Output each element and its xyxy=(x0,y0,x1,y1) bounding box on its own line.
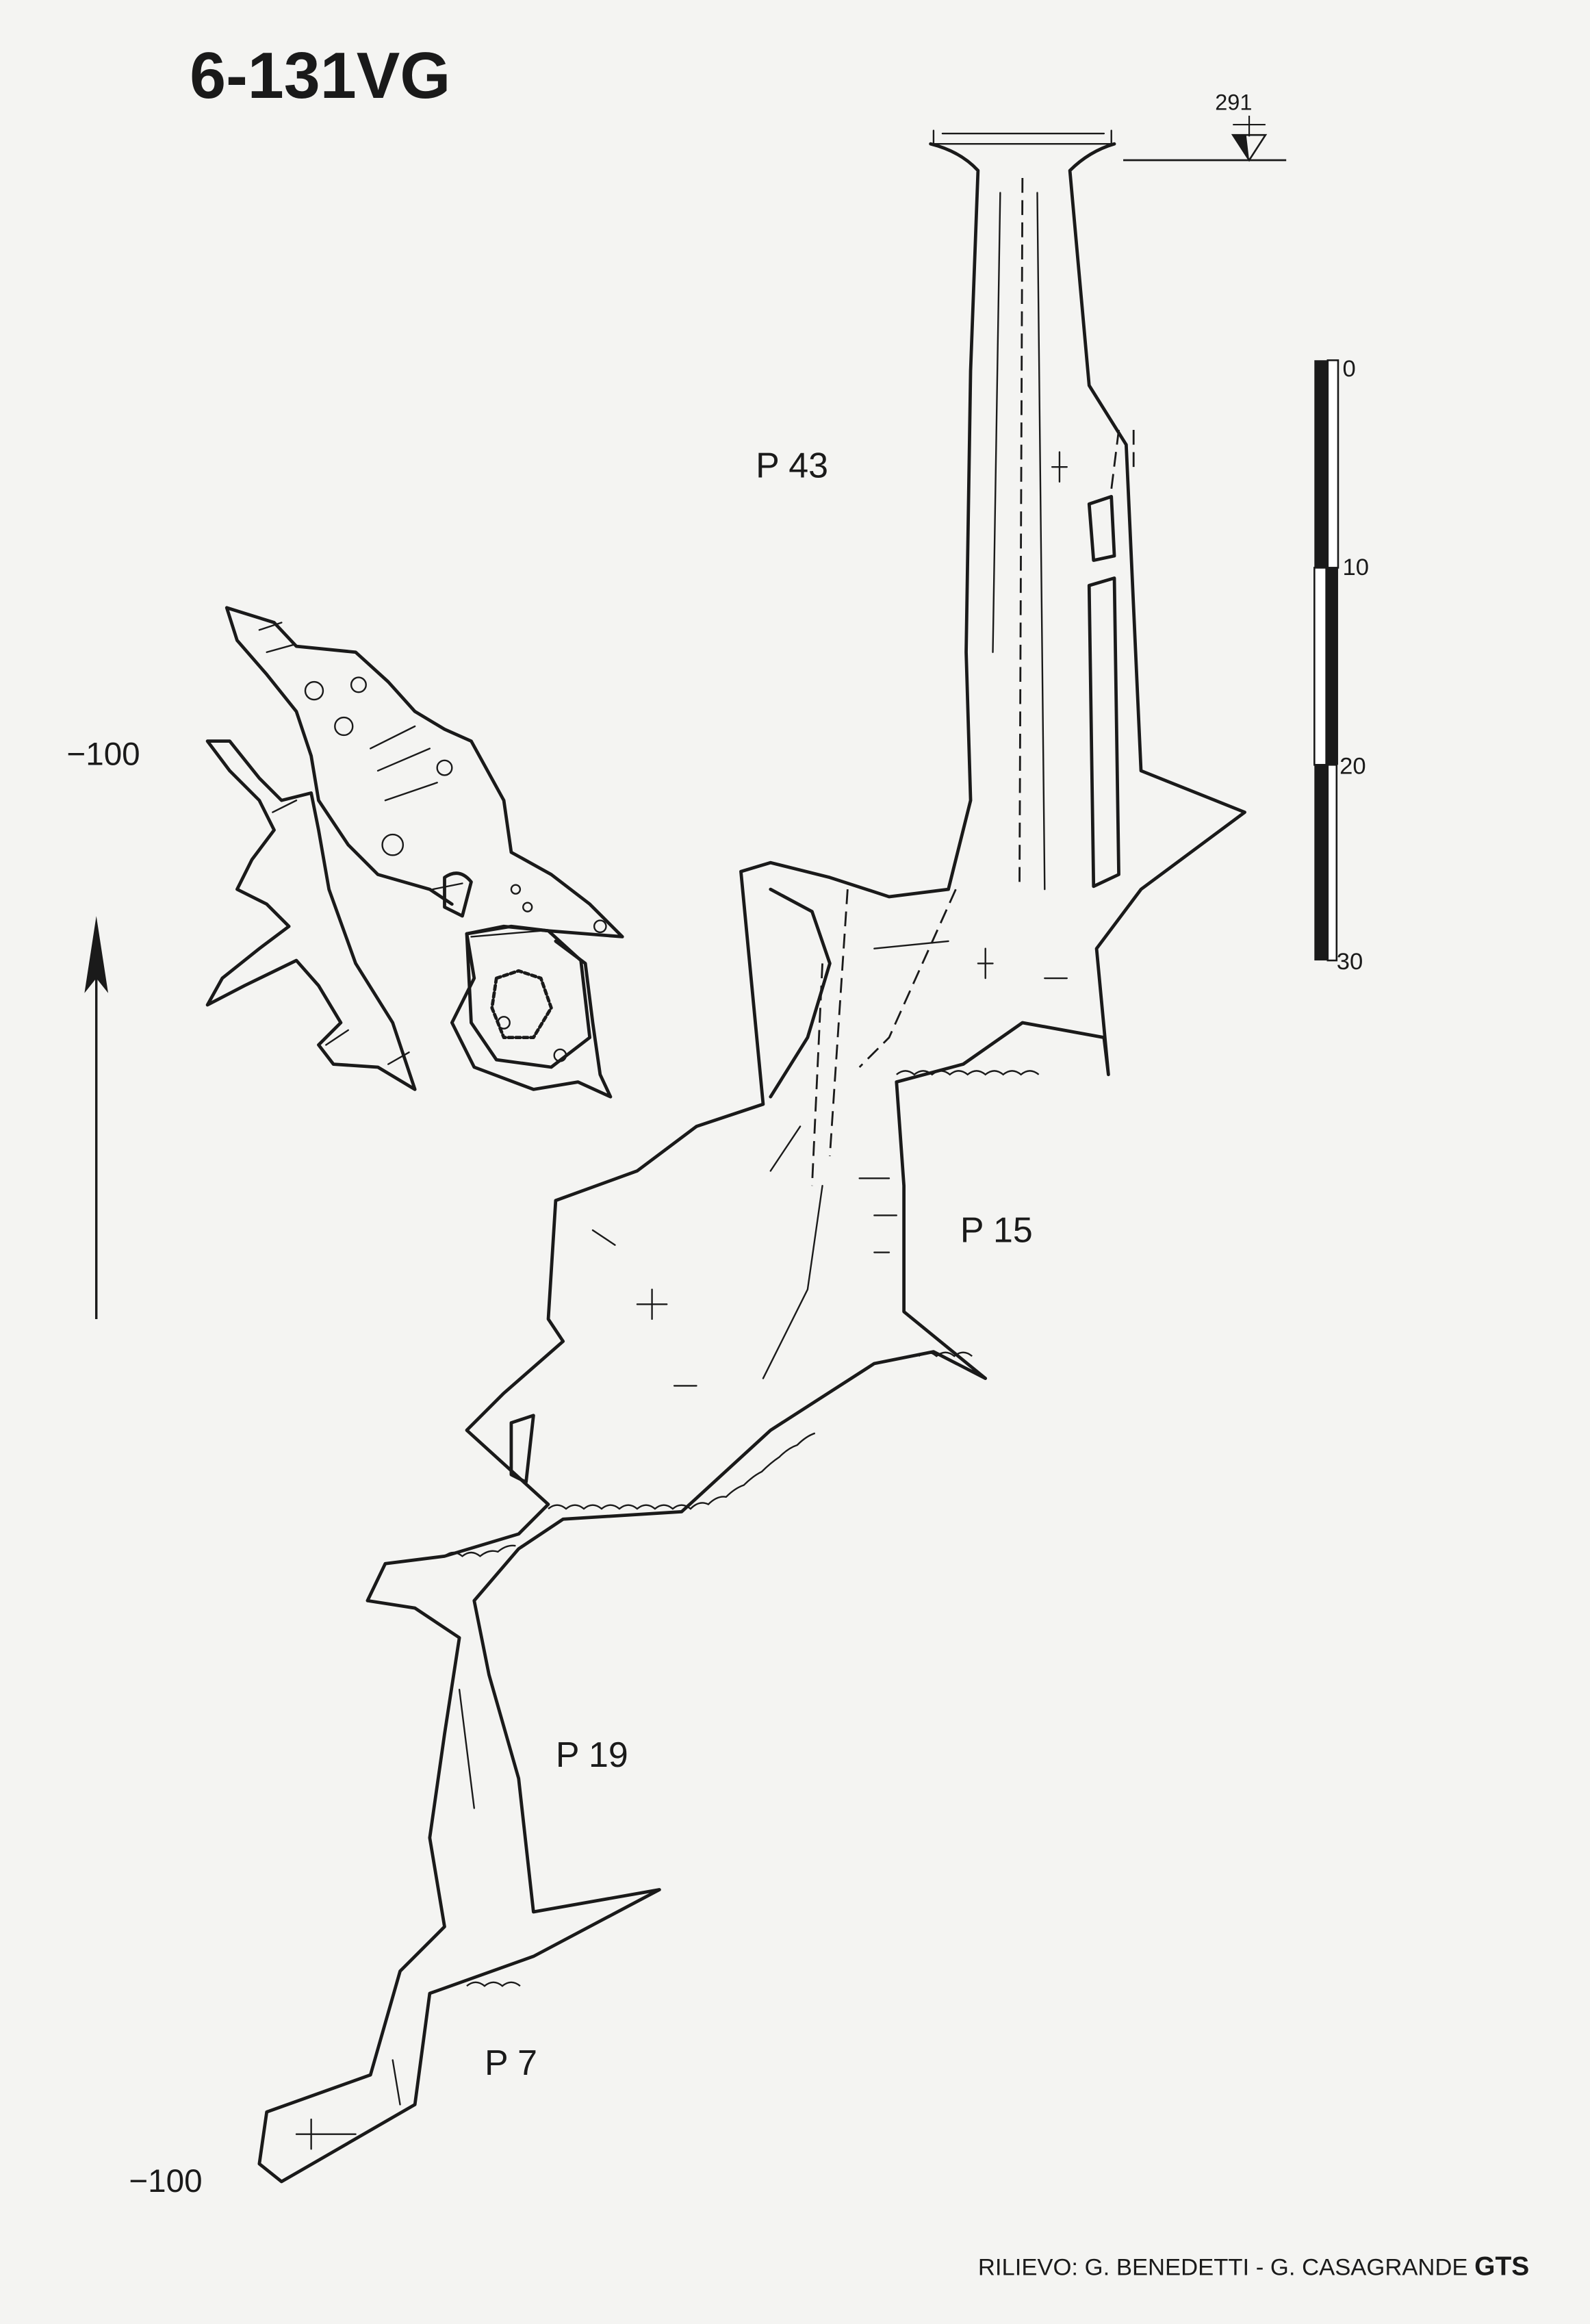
pit-label-p7: P 7 xyxy=(485,2043,537,2083)
entrance-elevation: 291 xyxy=(1215,90,1252,114)
elevation-marker: 291 xyxy=(1123,90,1287,162)
group-name: GTS xyxy=(1474,2251,1529,2281)
scale-label-30: 30 xyxy=(1337,949,1363,975)
pit-label-p43: P 43 xyxy=(756,446,828,485)
plan-view xyxy=(205,606,624,1099)
depth-label-plan: −100 xyxy=(66,736,140,772)
scale-label-0: 0 xyxy=(1342,356,1355,382)
survey-authors: RILIEVO: G. BENEDETTI - G. CASAGRANDE xyxy=(978,2254,1468,2280)
depth-label-section: −100 xyxy=(129,2163,202,2199)
cave-section xyxy=(257,129,1246,2184)
north-arrow-icon xyxy=(84,916,109,1319)
pit-label-p19: P 19 xyxy=(556,1735,628,1775)
scale-label-20: 20 xyxy=(1339,753,1366,779)
survey-title: 6-131VG xyxy=(190,40,450,112)
pit-label-p15: P 15 xyxy=(960,1210,1033,1250)
scale-bar: 0 10 20 30 xyxy=(1313,356,1369,975)
scale-label-10: 10 xyxy=(1342,554,1369,580)
boulder-floor xyxy=(444,1070,1040,1987)
survey-credits: RILIEVO: G. BENEDETTI - G. CASAGRANDE GT… xyxy=(978,2251,1529,2281)
